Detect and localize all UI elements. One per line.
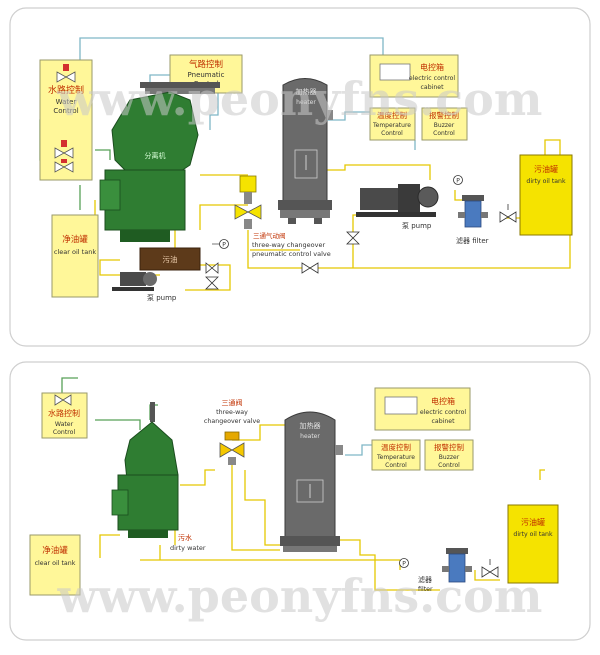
top-pneumatic-control-en1: Pneumatic	[188, 71, 225, 79]
svg-text:Control: Control	[438, 462, 460, 469]
top-water-valve-3-icon[interactable]	[54, 159, 74, 173]
top-three-way-valve-en1: three-way changeover	[252, 241, 325, 249]
bottom-buzzer-control-box: 报警控制 Buzzer Control	[424, 439, 474, 471]
top-water-control-en1: Water	[56, 98, 77, 106]
bottom-watermark: www.peonyfns.com	[57, 569, 543, 623]
bottom-pressure-gauge-icon: P	[399, 558, 409, 568]
top-watermark: www.peonyfns.com	[57, 72, 543, 126]
svg-text:Temperature: Temperature	[372, 122, 411, 129]
top-clear-oil-tank: 净油罐 clear oil tank	[51, 214, 99, 298]
top-valve-a-icon[interactable]	[346, 231, 360, 245]
top-water-valve-2-icon[interactable]	[54, 140, 74, 159]
svg-text:加热器: 加热器	[300, 421, 321, 430]
top-three-way-valve-en2: pneumatic control valve	[252, 250, 331, 258]
svg-text:报警控制: 报警控制	[434, 442, 464, 452]
top-left-pump-icon[interactable]	[112, 272, 157, 291]
svg-text:Buzzer: Buzzer	[439, 454, 460, 461]
svg-text:电控箱: 电控箱	[431, 396, 455, 406]
svg-text:Water: Water	[55, 421, 74, 428]
top-heater: 加热器 heater	[278, 78, 333, 224]
svg-text:Temperature: Temperature	[376, 454, 415, 461]
bottom-three-way-valve-cn: 三通阀	[222, 398, 243, 407]
svg-text:温度控制: 温度控制	[381, 442, 411, 452]
top-valve-e-icon[interactable]	[205, 276, 219, 290]
top-filter-icon[interactable]	[458, 195, 488, 228]
top-valve-d-icon[interactable]	[205, 262, 219, 274]
bottom-dirty-oil-tank: 污油罐 dirty oil tank	[507, 504, 559, 584]
bottom-three-way-valve-en1: three-way	[216, 409, 248, 416]
svg-text:heater: heater	[300, 433, 320, 440]
svg-text:electric control: electric control	[420, 409, 467, 416]
svg-text:cabinet: cabinet	[432, 418, 456, 425]
top-separator-machine: 分离机	[99, 82, 220, 242]
svg-text:Buzzer: Buzzer	[434, 122, 455, 129]
svg-text:净油罐: 净油罐	[42, 545, 68, 556]
svg-text:温度控制: 温度控制	[377, 110, 407, 120]
top-valve-b-icon[interactable]	[301, 262, 319, 274]
top-electric-control-cabinet: 电控箱 electric control cabinet	[369, 54, 459, 98]
svg-text:Control: Control	[385, 462, 407, 469]
bottom-filter-en: filter	[418, 586, 433, 593]
bottom-temperature-control-box: 温度控制 Temperature Control	[371, 439, 421, 471]
top-water-control-box: 水路控制 Water Control	[39, 59, 93, 181]
top-dirty-oil-tank: 污油罐 dirty oil tank	[519, 154, 573, 236]
bottom-filter-cn: 滤器	[418, 575, 432, 584]
top-water-control-cn: 水路控制	[48, 84, 84, 96]
top-electric-cabinet-en1: electric control	[409, 75, 456, 82]
top-pressure-gauge-right-icon: P	[453, 175, 463, 185]
top-electric-cabinet-cn: 电控箱	[420, 62, 444, 72]
top-electric-cabinet-en2: cabinet	[421, 84, 445, 91]
top-separator-label: 分离机	[145, 151, 166, 160]
top-sludge-tank-label: 污油	[163, 254, 178, 264]
top-clear-oil-tank-en: clear oil tank	[54, 248, 96, 256]
bottom-separator-machine	[111, 402, 179, 538]
top-pneumatic-control-cn: 气路控制	[189, 59, 223, 70]
svg-text:P: P	[402, 561, 406, 568]
top-water-control-en2: Control	[53, 107, 78, 115]
top-buzzer-control-box: 报警控制 Buzzer Control	[421, 107, 468, 141]
top-filter-label: 滤器 filter	[456, 236, 489, 245]
svg-text:水路控制: 水路控制	[48, 408, 80, 418]
top-clear-oil-tank-cn: 净油罐	[62, 234, 88, 245]
svg-text:P: P	[222, 242, 226, 249]
bottom-water-valve-icon[interactable]	[54, 394, 72, 406]
top-right-pump-icon[interactable]	[356, 184, 439, 217]
top-three-way-valve-cn: 三通气动阀	[253, 231, 286, 240]
top-heater-en: heater	[296, 99, 316, 106]
bottom-water-control-box: 水路控制 Water Control	[41, 392, 88, 439]
bottom-diagram-panel: 水路控制 Water Control 净油罐 clear oil tank 污水…	[9, 361, 591, 641]
bottom-dirty-water-en: dirty water	[170, 544, 206, 552]
bottom-clear-oil-tank: 净油罐 clear oil tank	[29, 534, 81, 596]
top-right-pump-label: 泵 pump	[402, 222, 432, 230]
svg-text:Control: Control	[381, 130, 403, 137]
svg-text:污油罐: 污油罐	[521, 517, 545, 527]
svg-text:Control: Control	[433, 130, 455, 137]
svg-text:clear oil tank: clear oil tank	[35, 560, 76, 567]
top-pressure-gauge-left-icon: P	[212, 239, 229, 249]
bottom-three-way-valve-en2: changeover valve	[204, 418, 260, 425]
svg-text:dirty oil tank: dirty oil tank	[513, 531, 553, 538]
top-three-way-valve-icon[interactable]	[234, 175, 262, 229]
svg-text:Control: Control	[53, 429, 76, 436]
top-temperature-control-box: 温度控制 Temperature Control	[369, 107, 416, 141]
bottom-three-way-valve-icon[interactable]	[219, 431, 245, 465]
top-sludge-tank: 污油	[139, 247, 201, 271]
svg-text:报警控制: 报警控制	[429, 110, 459, 120]
bottom-valve-icon[interactable]	[481, 559, 499, 578]
bottom-electric-control-cabinet: 电控箱 electric control cabinet	[374, 387, 471, 431]
bottom-dirty-water-cn: 污水	[178, 533, 192, 542]
top-valve-c-icon[interactable]	[499, 204, 517, 223]
svg-text:dirty oil tank: dirty oil tank	[526, 178, 566, 185]
svg-text:污油罐: 污油罐	[534, 164, 558, 174]
top-left-pump-label: 泵 pump	[147, 294, 177, 302]
top-diagram-panel: 水路控制 Water Control 气路控制 Pneumatic Contro…	[9, 7, 591, 347]
bottom-filter-icon[interactable]	[442, 548, 472, 583]
top-water-valve-1-icon[interactable]	[56, 64, 76, 83]
bottom-heater: 加热器 heater	[280, 411, 343, 552]
svg-text:P: P	[456, 178, 460, 185]
top-heater-cn: 加热器	[296, 87, 317, 96]
